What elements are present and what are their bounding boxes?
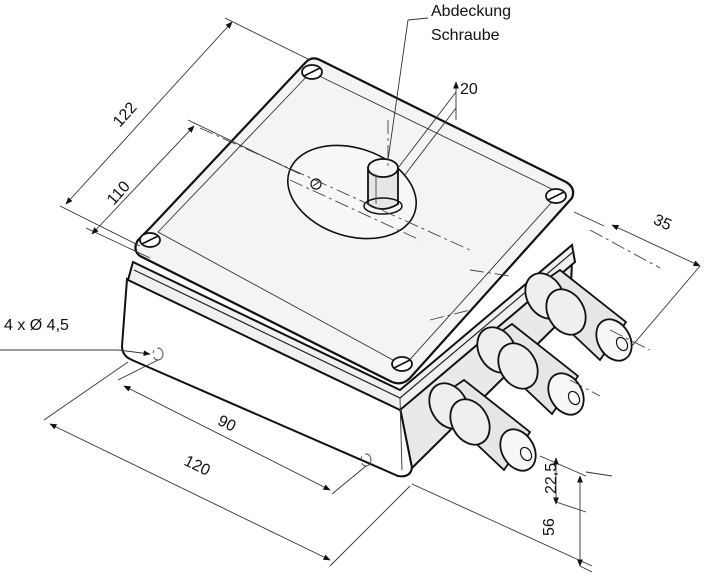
holes-label: 4 x Ø 4,5 <box>4 317 69 334</box>
dimension-lines <box>0 17 701 573</box>
cover-screw-label-line1: Abdeckung <box>431 3 511 20</box>
lid-band <box>126 243 577 412</box>
cable-gland <box>428 378 537 472</box>
dim-122-label: 122 <box>110 99 141 130</box>
screw-icon <box>545 188 567 204</box>
dim-22-5-label: 22,5 <box>543 463 560 494</box>
screw-icon <box>139 232 161 248</box>
dim-56-label: 56 <box>541 518 558 536</box>
dim-110-label: 110 <box>104 178 134 208</box>
center-lines <box>199 120 661 397</box>
cover-screw-label-line2: Schraube <box>431 27 500 44</box>
dim-35-label: 35 <box>651 212 674 235</box>
cable-gland <box>476 322 585 416</box>
dim-90-label: 90 <box>215 412 239 435</box>
corner-screws <box>139 64 567 372</box>
screw-icon <box>301 64 323 80</box>
cover-screw-knob <box>363 158 403 215</box>
dim-20-label: 20 <box>460 81 478 98</box>
cable-gland <box>524 268 633 362</box>
screw-icon <box>391 356 413 372</box>
dim-120-label: 120 <box>181 453 213 480</box>
